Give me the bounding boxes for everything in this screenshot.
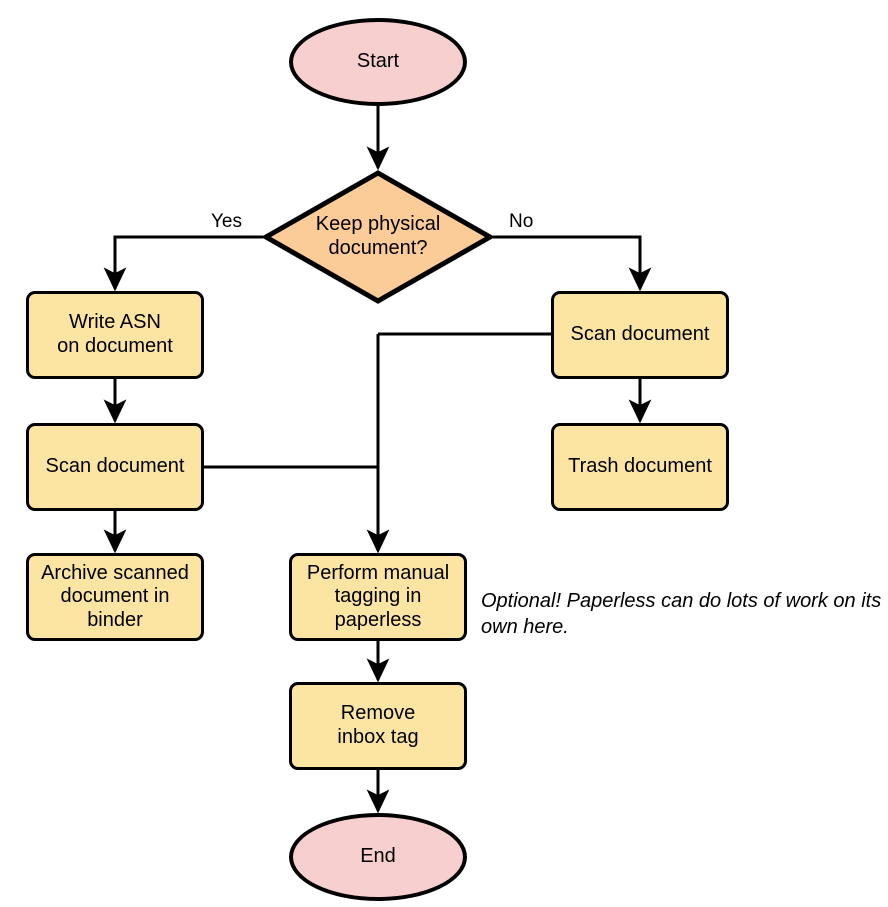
- node-keep-physical-document[interactable]: Keep physical document?: [263, 170, 493, 304]
- edge-label-no-text: No: [509, 211, 534, 232]
- diamond-icon: [263, 170, 493, 304]
- node-write-asn-on-document-label: Write ASN on document: [57, 311, 173, 357]
- edge-label-yes-text: Yes: [211, 211, 242, 232]
- node-end-label: End: [360, 845, 396, 868]
- annotation-optional-note: Optional! Paperless can do lots of work …: [481, 590, 882, 638]
- edge-decision-no-to-scan-right: [493, 235, 652, 292]
- node-perform-manual-tagging-in-paperless[interactable]: Perform manual tagging in paperless: [289, 553, 467, 641]
- node-start-label: Start: [356, 50, 400, 73]
- node-end[interactable]: End: [289, 813, 467, 901]
- node-remove-inbox-tag[interactable]: Remove inbox tag: [289, 682, 467, 770]
- node-scan-document-right[interactable]: Scan document: [551, 291, 729, 379]
- node-perform-manual-tagging-in-paperless-label: Perform manual tagging in paperless: [306, 561, 450, 631]
- node-scan-document-left[interactable]: Scan document: [26, 423, 204, 511]
- node-scan-document-left-label: Scan document: [45, 455, 185, 478]
- edge-label-no: No: [509, 211, 533, 233]
- node-scan-document-right-label: Scan document: [570, 323, 710, 346]
- node-write-asn-on-document[interactable]: Write ASN on document: [26, 291, 204, 379]
- node-archive-scanned-document-in-binder[interactable]: Archive scanned document in binder: [26, 553, 204, 641]
- edge-decision-yes-to-write-asn: [103, 235, 263, 292]
- node-trash-document[interactable]: Trash document: [551, 423, 729, 511]
- node-archive-scanned-document-in-binder-label: Archive scanned document in binder: [41, 561, 189, 631]
- node-keep-physical-document-label: Keep physical document?: [315, 213, 441, 259]
- node-remove-inbox-tag-label: Remove inbox tag: [337, 702, 419, 748]
- node-trash-document-label: Trash document: [568, 455, 712, 478]
- edge-label-yes: Yes: [211, 211, 242, 233]
- node-start[interactable]: Start: [289, 18, 467, 106]
